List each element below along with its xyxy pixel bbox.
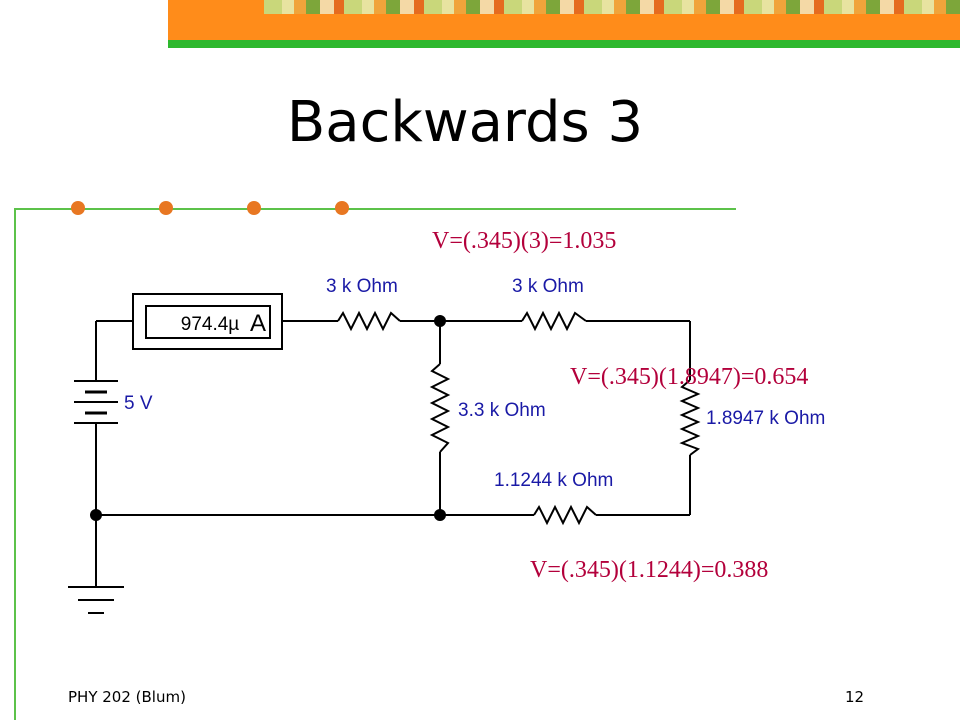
junction-node: [434, 315, 446, 327]
bullet-dot: [159, 201, 173, 215]
source-voltage-label: 5 V: [124, 393, 153, 414]
bullet-dot: [335, 201, 349, 215]
junction-node: [90, 509, 102, 521]
ammeter-unit: A: [250, 310, 266, 337]
r5-label: 1.1244 k Ohm: [494, 470, 613, 491]
frame-top-line: [14, 208, 736, 210]
bullet-dot: [247, 201, 261, 215]
header-green-stripe: [168, 40, 960, 48]
r4-label: 1.8947 k Ohm: [706, 408, 825, 429]
ammeter-outer: [132, 293, 283, 350]
r2-label: 3 k Ohm: [512, 276, 584, 297]
slide-title: Backwards 3: [286, 90, 644, 155]
voltage-equation-r2: V=(.345)(3)=1.035: [432, 228, 617, 254]
r3-label: 3.3 k Ohm: [458, 400, 546, 421]
ammeter-display: [145, 305, 271, 339]
resistor-r3: [429, 363, 451, 453]
junction-node: [434, 509, 446, 521]
footer-course: PHY 202 (Blum): [68, 688, 186, 706]
ammeter-reading: 974.4µ: [181, 314, 240, 335]
floral-decoration: [264, 0, 960, 14]
voltage-equation-r4: V=(.345)(1.8947)=0.654: [570, 364, 809, 390]
bullet-dot: [71, 201, 85, 215]
resistor-r2: [521, 310, 587, 332]
voltage-equation-r5: V=(.345)(1.1244)=0.388: [530, 557, 769, 583]
frame-left-line: [14, 208, 16, 720]
resistor-r1: [337, 310, 401, 332]
resistor-r5: [533, 504, 597, 526]
r1-label: 3 k Ohm: [326, 276, 398, 297]
header-banner: [168, 0, 960, 40]
resistor-r4: [679, 379, 701, 456]
page-number: 12: [845, 688, 865, 706]
